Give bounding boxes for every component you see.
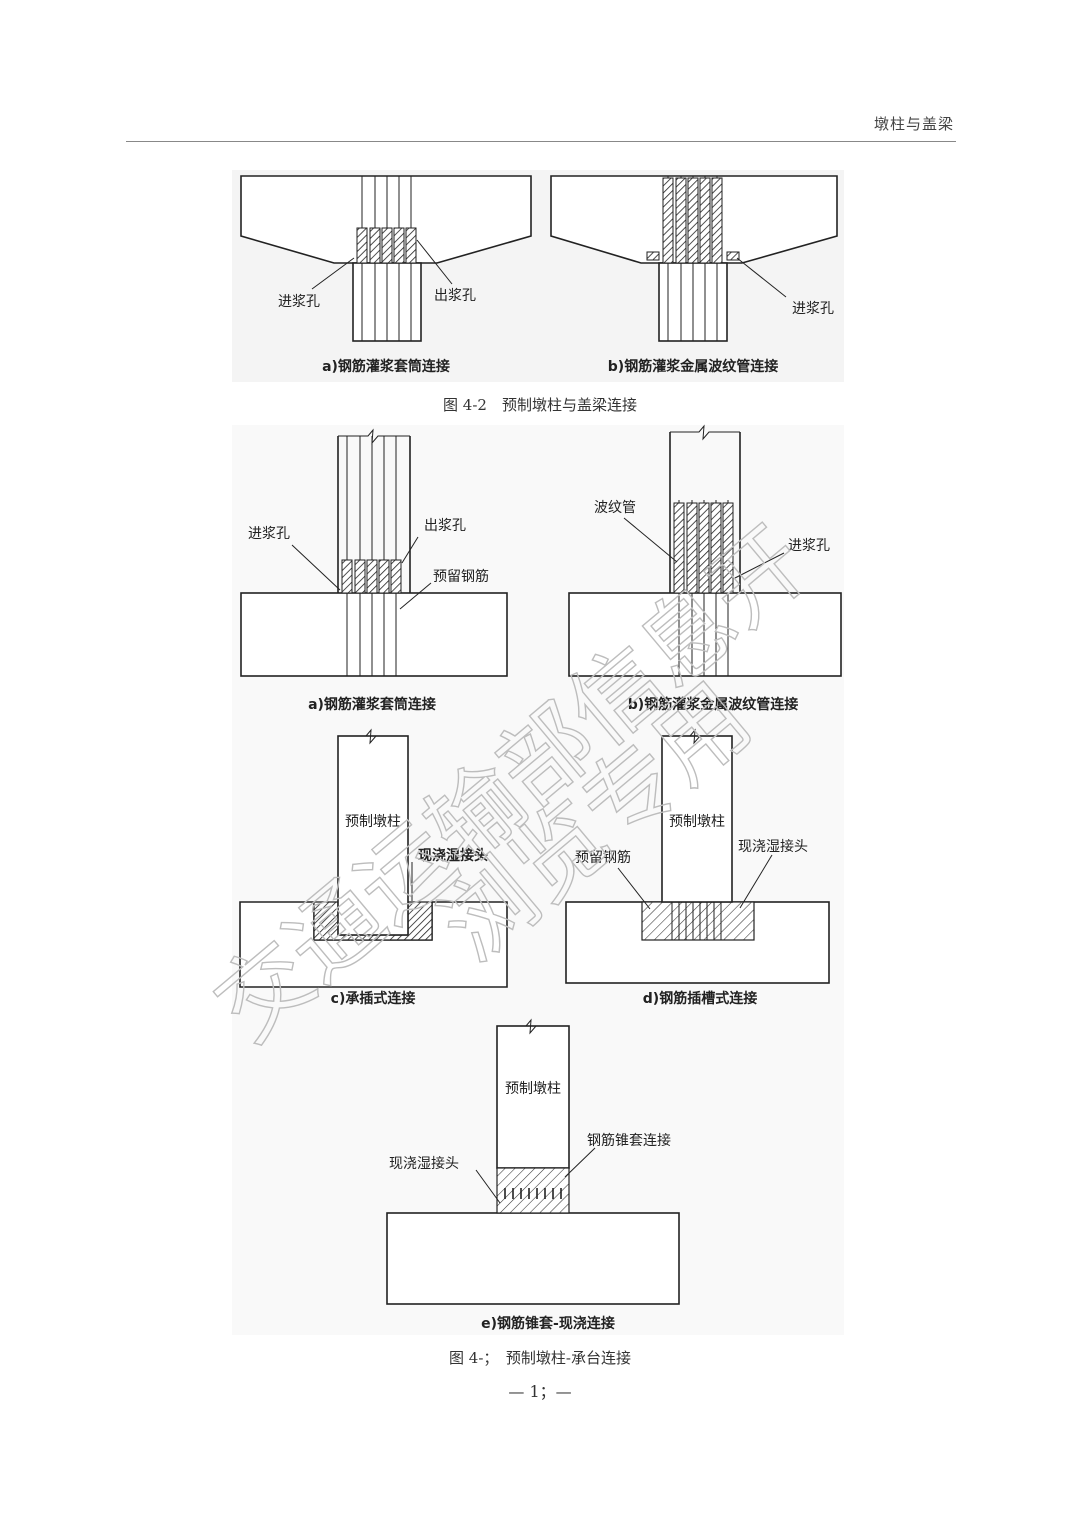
- fig42-panel-a: 进浆孔 出浆孔 a)钢筋灌浆套筒连接: [240, 175, 532, 375]
- label-joint: 现浇湿接头: [418, 847, 488, 864]
- subcaption: d)钢筋插槽式连接: [643, 990, 757, 1007]
- label-column: 预制墩柱: [345, 814, 401, 830]
- grout-sleeves: [356, 227, 417, 264]
- grout-sleeves: [341, 559, 402, 594]
- fig43-panel-b: 波纹管 进浆孔 b)钢筋灌浆金属波纹管连接: [568, 424, 842, 713]
- slot-rebars: [671, 902, 722, 940]
- label-outlet: 出浆孔: [424, 518, 466, 534]
- subcaption: a)钢筋灌浆套筒连接: [308, 696, 436, 713]
- label-rebar: 预留钢筋: [433, 568, 489, 585]
- subcaption: e)钢筋锥套-现浇连接: [481, 1315, 615, 1332]
- corrugated-ducts: [673, 502, 734, 594]
- cone-sleeves: [504, 1188, 562, 1199]
- label-inlet: 进浆孔: [792, 301, 834, 317]
- fig43-panel-c: 预制墩柱 现浇湿接头 c)承插式连接: [239, 728, 508, 1007]
- page-number: — 1；—: [508, 1382, 572, 1401]
- figure-4-3: 进浆孔 出浆孔 预留钢筋 a)钢筋灌浆套筒连接 波纹管 进浆孔 b)钢筋灌浆金属…: [239, 424, 842, 1332]
- subcaption: b)钢筋灌浆金属波纹管连接: [628, 696, 798, 713]
- label-inlet: 进浆孔: [248, 526, 290, 542]
- corrugated-ducts: [662, 177, 723, 264]
- figure-4-3-caption: 图 4-； 预制墩柱-承台连接: [449, 1349, 631, 1367]
- label-duct: 波纹管: [594, 500, 636, 516]
- label-inlet: 进浆孔: [278, 294, 320, 310]
- figure-4-2-caption: 图 4-2 预制墩柱与盖梁连接: [443, 396, 637, 414]
- fig43-panel-a: 进浆孔 出浆孔 预留钢筋 a)钢筋灌浆套筒连接: [240, 428, 508, 713]
- fig42-panel-b: 进浆孔 b)钢筋灌浆金属波纹管连接: [550, 175, 838, 375]
- label-cone: 钢筋锥套连接: [587, 1132, 671, 1149]
- fig43-panel-e: 预制墩柱 现浇湿接头 钢筋锥套连接 e)钢筋锥套-现浇连接: [386, 1018, 680, 1332]
- fig43-panel-d: 预制墩柱 预留钢筋 现浇湿接头 d)钢筋插槽式连接: [565, 728, 830, 1007]
- subcaption: b)钢筋灌浆金属波纹管连接: [608, 358, 778, 375]
- label-column: 预制墩柱: [505, 1081, 561, 1097]
- subcaption: a)钢筋灌浆套筒连接: [322, 358, 450, 375]
- running-header: 墩柱与盖梁: [873, 115, 954, 133]
- rebars: [346, 436, 397, 676]
- label-column: 预制墩柱: [669, 814, 725, 830]
- figure-4-2: 进浆孔 出浆孔 a)钢筋灌浆套筒连接 进浆孔 b)钢筋灌浆金属波纹管连接: [232, 170, 844, 382]
- header-rule: [126, 141, 956, 142]
- label-joint: 现浇湿接头: [389, 1155, 459, 1172]
- label-rebar: 预留钢筋: [575, 849, 631, 866]
- label-outlet: 出浆孔: [434, 288, 476, 304]
- subcaption: c)承插式连接: [331, 990, 416, 1007]
- label-joint: 现浇湿接头: [738, 838, 808, 855]
- label-inlet: 进浆孔: [788, 538, 830, 554]
